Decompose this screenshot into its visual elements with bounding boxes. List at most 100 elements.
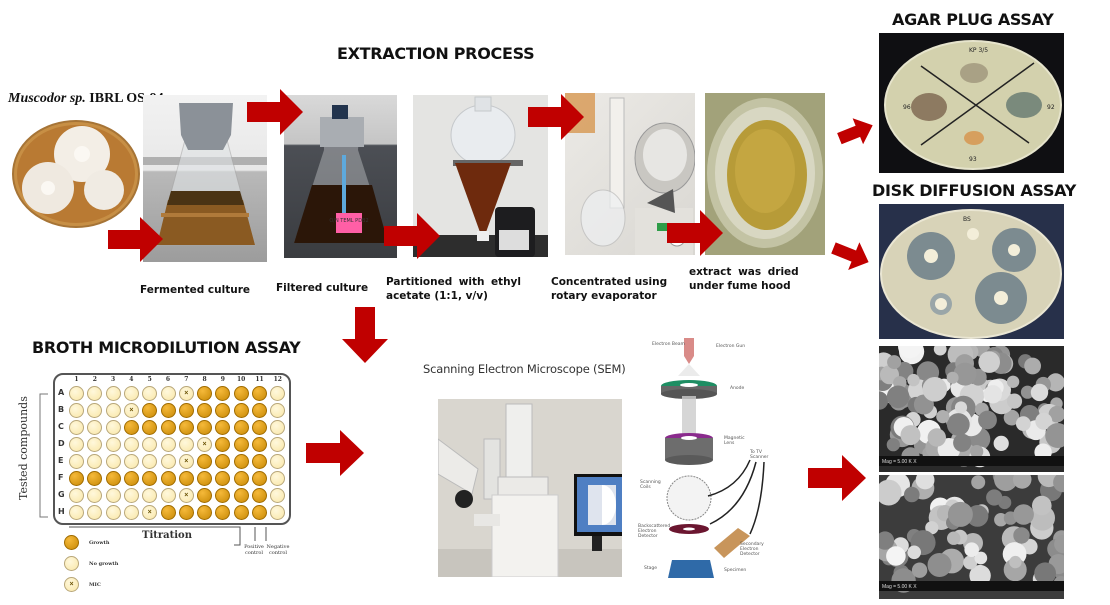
arrow-flask1-to-flask2 [247,89,303,135]
sem-particle [879,479,902,506]
well-growth [215,471,231,486]
arrow-funnel-to-rotavap [528,94,584,140]
plate-column-label: 10 [237,376,246,383]
well-no-growth [69,386,84,401]
well-growth [160,471,176,486]
plate-column-label: 4 [129,376,134,383]
step-4-caption-line2: rotary evaporator [551,290,657,302]
step-4-caption-line1: Concentrated using [551,276,668,288]
extraction-process-heading: EXTRACTION PROCESS [337,44,535,63]
well-no-growth [87,437,103,452]
well-no-growth [105,488,121,503]
arrow-to-agar-plug [834,112,878,151]
well-growth [252,420,267,435]
sem-particle [1020,385,1035,399]
sem-particle [886,438,900,452]
sem-particle [927,428,946,447]
plate-row-label: D [58,439,65,448]
plate-row-label: G [58,490,65,499]
well-growth [215,386,231,401]
sem-particle [1012,475,1032,489]
well-growth [233,386,249,401]
step-3-caption-line1: Partitioned with ethyl [386,276,521,288]
sem-particle [1015,416,1031,431]
well-no-growth [270,437,286,452]
plate-row-label: C [58,422,64,431]
organism-label: Muscodor sp. IBRL OS-94 [8,91,164,107]
sem-particle [953,362,977,386]
well-growth [178,471,194,486]
well-growth [105,471,121,486]
well-growth [233,403,249,418]
sem-particle [954,401,968,414]
label-to-tv-scanner: To TV Scanner [750,450,769,460]
well-mic: × [197,437,213,452]
sem-particle [993,435,1009,451]
sem-particle [963,555,978,570]
sem-heading: Scanning Electron Microscope (SEM) [423,362,626,376]
sem-particle [1013,527,1030,544]
well-growth [233,471,249,486]
plate-column-label: 3 [111,376,116,383]
well-growth [215,454,231,469]
plate-row-label: H [58,507,65,516]
sem-particle [879,391,889,410]
agar-plate-label-bottom: 93 [969,156,977,163]
well-no-growth [270,386,286,401]
fermented-culture-photo [143,95,267,262]
well-no-growth [105,386,121,401]
well-growth [197,471,213,486]
sem-particle [969,564,991,587]
sem-particle [1034,562,1056,585]
step-3-caption-line2: acetate (1:1, v/v) [386,290,488,302]
agar-plate-label-right: 92 [1047,104,1055,111]
sem-particle [1006,375,1020,388]
agar-plate-label-top: KP 3/5 [969,47,988,54]
sem-particle [978,410,997,430]
well-growth [233,420,249,435]
negative-control-label: Negative control [266,544,290,556]
well-growth [142,403,158,418]
well-no-growth [270,471,286,486]
well-no-growth [160,488,176,503]
well-no-growth [123,454,139,469]
well-growth [197,505,213,520]
step-2-caption: Filtered culture [276,282,369,294]
sem-particle [911,562,928,578]
label-magnetic-lens: Magnetic Lens [724,436,745,446]
plate-column-label: 9 [220,376,225,383]
well-growth [252,386,267,401]
agar-plug-plate-photo: KP 3/5 96 92 93 [879,33,1064,173]
sem-particle [946,371,959,384]
well-growth [123,471,139,486]
well-no-growth [270,403,286,418]
step-5-caption-line1: extract was dried [689,266,799,278]
sem-particle [1030,383,1049,402]
well-growth [233,454,249,469]
sem-particle [1032,495,1052,516]
fungal-culture-dish [10,118,142,230]
well-no-growth [142,454,158,469]
sem-particle [886,385,910,409]
well-no-growth [87,403,103,418]
well-growth [252,403,267,418]
legend-mic-swatch: × [64,577,79,592]
well-growth [160,505,176,520]
well-growth [197,488,213,503]
sem-particle [1035,412,1053,430]
plate-row-label: A [58,388,65,397]
well-no-growth [178,437,194,452]
plate-column-label: 1 [74,376,79,383]
well-no-growth [105,454,121,469]
rotary-evaporator-photo [565,93,695,255]
dried-extract-photo [705,93,825,255]
well-growth [215,420,231,435]
well-growth [215,403,231,418]
step-5-caption-line2: under fume hood [689,280,791,292]
well-growth [123,420,139,435]
sem-schematic-diagram: Electron Beam Electron Gun Anode Magneti… [638,338,783,584]
sem-particle [895,361,914,381]
plate-column-label: 6 [165,376,171,383]
well-growth [252,454,267,469]
